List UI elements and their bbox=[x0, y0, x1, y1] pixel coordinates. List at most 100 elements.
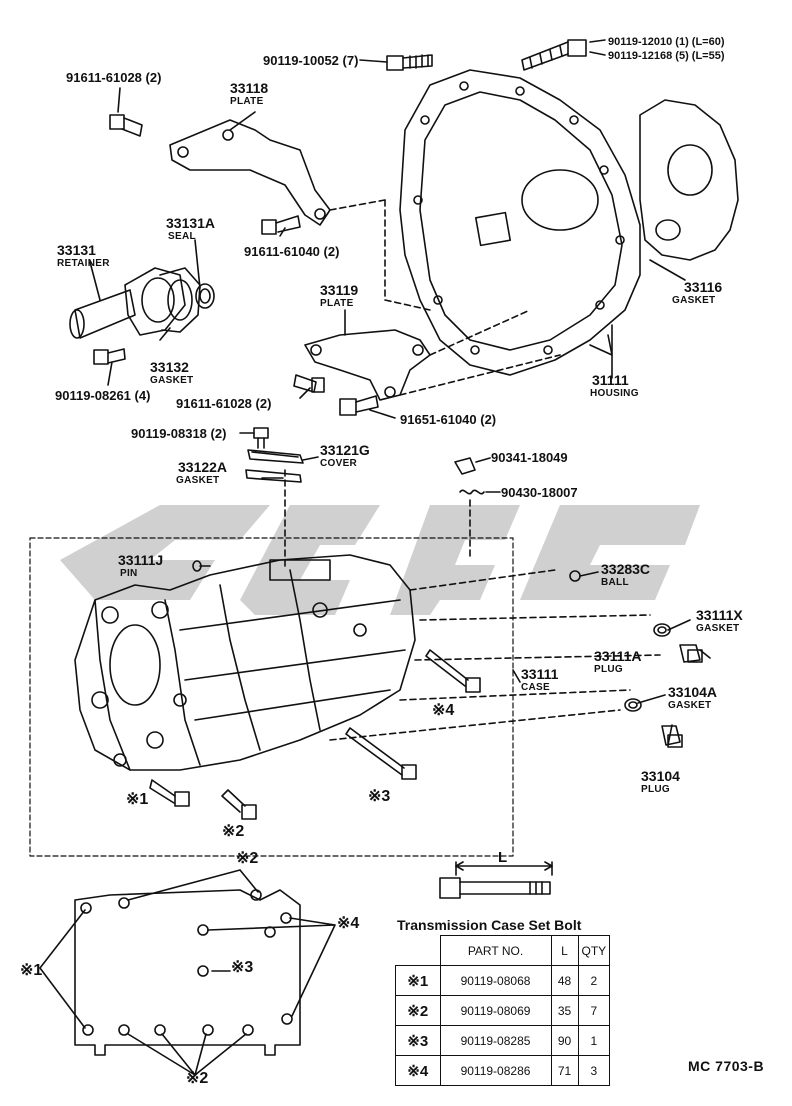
row-part: 90119-08285 bbox=[439, 1025, 552, 1056]
label-seal: SEAL bbox=[168, 231, 196, 242]
row-qty: 3 bbox=[577, 1055, 611, 1086]
diagram-mark-2-bottom: ※2 bbox=[186, 1070, 209, 1087]
plate-33119 bbox=[304, 329, 431, 401]
plug-33104 bbox=[661, 725, 683, 748]
label-91611-61028-upper: 91611-61028 (2) bbox=[66, 70, 162, 85]
row-l: 71 bbox=[550, 1055, 579, 1086]
header-part-no: PART NO. bbox=[439, 935, 552, 966]
label-case: CASE bbox=[521, 682, 550, 693]
table-corner bbox=[395, 935, 441, 966]
bolt-91611-61028-lower bbox=[293, 374, 325, 393]
row-part: 90119-08068 bbox=[439, 965, 552, 996]
label-plate-33118: PLATE bbox=[230, 96, 264, 107]
diagram-mark-2-top: ※2 bbox=[236, 850, 259, 867]
label-gasket-33122a: GASKET bbox=[176, 475, 220, 486]
table-row: ※4 90119-08286 71 3 bbox=[395, 1055, 611, 1086]
label-33119: 33119 bbox=[320, 282, 359, 298]
bolt-mark-3-label: ※3 bbox=[368, 788, 391, 805]
label-33122a: 33122A bbox=[178, 459, 228, 475]
label-90119-08318: 90119-08318 (2) bbox=[131, 426, 227, 441]
header-qty: QTY bbox=[577, 935, 611, 966]
label-31111: 31111 bbox=[592, 372, 629, 388]
row-qty: 2 bbox=[577, 965, 611, 996]
label-33131a: 33131A bbox=[166, 215, 216, 231]
row-l: 35 bbox=[550, 995, 579, 1026]
gasket-33116 bbox=[639, 99, 739, 261]
row-l: 48 bbox=[550, 965, 579, 996]
row-mark: ※3 bbox=[395, 1025, 441, 1056]
diagram-code: MC 7703-B bbox=[688, 1058, 765, 1074]
row-part: 90119-08069 bbox=[439, 995, 552, 1026]
dimension-l-label: L bbox=[498, 849, 508, 866]
label-plate-33119: PLATE bbox=[320, 298, 354, 309]
label-gasket-33132: GASKET bbox=[150, 375, 194, 386]
bolt-91651-61040 bbox=[339, 395, 379, 416]
label-ball: BALL bbox=[601, 577, 629, 588]
label-33116: 33116 bbox=[684, 279, 723, 295]
label-33132: 33132 bbox=[150, 359, 189, 375]
label-gasket-33111x: GASKET bbox=[696, 623, 740, 634]
label-90119-08261: 90119-08261 (4) bbox=[55, 388, 151, 403]
bolt-90119-10052 bbox=[386, 54, 433, 71]
plate-33118 bbox=[169, 119, 331, 226]
bolt-mark-3 bbox=[345, 727, 417, 780]
gasket-33104a bbox=[624, 698, 642, 712]
header-l: L bbox=[550, 935, 579, 966]
gasket-33111x bbox=[653, 623, 671, 637]
label-91611-61040: 91611-61040 (2) bbox=[244, 244, 340, 259]
bolt-mark-1-label: ※1 bbox=[126, 791, 149, 808]
retainer-33131 bbox=[69, 267, 186, 339]
label-91611-61028-lower: 91611-61028 (2) bbox=[176, 396, 272, 411]
diagram-mark-3: ※3 bbox=[231, 959, 254, 976]
row-l: 90 bbox=[550, 1025, 579, 1056]
table-caption: Transmission Case Set Bolt bbox=[397, 917, 582, 933]
label-33104a: 33104A bbox=[668, 684, 718, 700]
label-90119-10052: 90119-10052 (7) bbox=[263, 53, 359, 68]
spring-90430-18007 bbox=[459, 489, 485, 495]
housing-31111 bbox=[399, 69, 641, 376]
table-row: ※3 90119-08285 90 1 bbox=[395, 1025, 611, 1056]
diagram-mark-4: ※4 bbox=[337, 915, 360, 932]
label-cover: COVER bbox=[320, 458, 358, 469]
bolt-mark-2-label: ※2 bbox=[222, 823, 245, 840]
label-gasket-33104a: GASKET bbox=[668, 700, 712, 711]
label-90430-18007: 90430-18007 bbox=[501, 485, 578, 500]
label-33111x: 33111X bbox=[696, 607, 743, 623]
label-33111j: 33111J bbox=[118, 552, 164, 568]
row-part: 90119-08286 bbox=[439, 1055, 552, 1086]
label-33283c: 33283C bbox=[601, 561, 651, 577]
label-gasket-33116: GASKET bbox=[672, 295, 716, 306]
label-33111: 33111 bbox=[521, 666, 559, 682]
table-row: ※1 90119-08068 48 2 bbox=[395, 965, 611, 996]
row-qty: 7 bbox=[577, 995, 611, 1026]
table-header-row: PART NO. L QTY bbox=[395, 935, 611, 966]
bolt-mark-2 bbox=[221, 789, 257, 820]
gasket-33132 bbox=[159, 267, 201, 333]
label-90341-18049: 90341-18049 bbox=[491, 450, 568, 465]
plug-90341-18049 bbox=[454, 457, 476, 475]
bolt-90119-08318 bbox=[253, 427, 269, 449]
label-plug-33104: PLUG bbox=[641, 784, 670, 795]
dimension-bolt bbox=[439, 861, 553, 899]
bolt-91611-61040 bbox=[261, 215, 301, 235]
row-mark: ※4 bbox=[395, 1055, 441, 1086]
row-mark: ※1 bbox=[395, 965, 441, 996]
diagram-mark-1: ※1 bbox=[20, 962, 43, 979]
case-33111 bbox=[74, 554, 416, 771]
label-33121g: 33121G bbox=[320, 442, 370, 458]
label-33111a: 33111A bbox=[594, 648, 642, 664]
seal-33131a bbox=[195, 283, 215, 309]
bolt-90119-08261 bbox=[93, 348, 126, 365]
bolt-table: PART NO. L QTY ※1 90119-08068 48 2 ※2 90… bbox=[395, 935, 611, 1086]
label-pin: PIN bbox=[120, 568, 138, 579]
label-retainer: RETAINER bbox=[57, 258, 110, 269]
label-91651-61040: 91651-61040 (2) bbox=[400, 412, 497, 427]
case-assembly-outline bbox=[29, 537, 514, 857]
label-33104: 33104 bbox=[641, 768, 680, 784]
bolt-location-diagram bbox=[39, 869, 336, 1076]
plug-33111a bbox=[679, 644, 703, 663]
row-mark: ※2 bbox=[395, 995, 441, 1026]
bolt-mark-4-label: ※4 bbox=[432, 702, 455, 719]
